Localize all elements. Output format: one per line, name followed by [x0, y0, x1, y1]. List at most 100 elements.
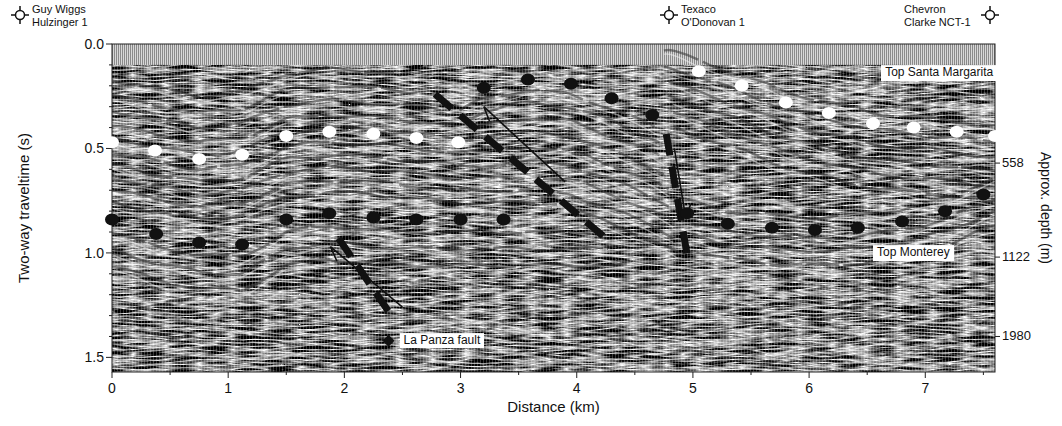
reflector — [112, 86, 418, 111]
monterey-pick — [192, 236, 206, 248]
depth-tick — [995, 163, 1000, 164]
fault-trace — [666, 134, 688, 261]
monterey-pick — [808, 224, 822, 236]
reflector-light — [483, 123, 664, 165]
fault-trace — [435, 94, 606, 238]
reflector-light — [594, 222, 678, 258]
y-tick — [106, 44, 112, 45]
santa-margarita-pick — [235, 149, 249, 161]
y-tick — [109, 190, 112, 191]
reflector — [687, 174, 995, 219]
reflector-light — [112, 148, 501, 174]
tick-label: 3 — [457, 380, 465, 396]
reflector-light — [696, 230, 995, 271]
x-tick — [402, 372, 403, 375]
well-label: Texaco O'Donovan 1 — [681, 3, 751, 28]
monterey-pick — [409, 213, 423, 225]
plot-frame — [112, 44, 995, 372]
y-tick — [109, 85, 112, 86]
x-tick — [228, 372, 229, 378]
depth-tick — [995, 257, 1000, 258]
reflector — [669, 82, 995, 157]
y-tick — [106, 252, 112, 253]
y-tick — [109, 127, 112, 128]
depth-tick — [995, 336, 1000, 337]
axis-title: Approx. depth (m) — [1038, 152, 1054, 264]
horizon-label: Top Monterey — [873, 245, 954, 261]
monterey-pick — [366, 211, 380, 223]
santa-margarita-pick — [322, 126, 336, 138]
x-tick — [112, 372, 113, 378]
santa-margarita-pick — [735, 80, 749, 92]
monterey-pick — [477, 82, 491, 94]
reflector-light — [112, 74, 399, 103]
santa-margarita-pick — [907, 122, 921, 134]
reflectors — [112, 50, 995, 297]
horizon-label: Top Santa Margarita — [881, 65, 997, 81]
tick-label: 558 — [1002, 156, 1024, 171]
reflector-light — [112, 233, 594, 263]
y-tick — [109, 64, 112, 65]
y-tick — [109, 336, 112, 337]
x-tick — [344, 372, 345, 378]
y-tick — [109, 106, 112, 107]
reflector-light — [112, 120, 464, 145]
santa-margarita-pick — [148, 145, 162, 157]
x-tick — [809, 372, 810, 378]
reflector-light — [664, 54, 995, 131]
santa-margarita-pick — [105, 136, 119, 148]
well-symbol — [665, 11, 674, 20]
axis-ticks — [106, 44, 1000, 378]
tick-label: 1.0 — [85, 245, 104, 261]
fault-label: La Panza fault — [400, 333, 485, 349]
monterey-pick — [322, 207, 336, 219]
reflector — [673, 113, 995, 188]
x-tick — [983, 372, 984, 375]
reflector-light — [673, 116, 995, 191]
well-label: Chevron Clarke NCT-1 — [904, 3, 978, 28]
reflector-light — [692, 202, 995, 245]
reflector-light — [678, 135, 995, 209]
fault-marker — [383, 335, 395, 347]
x-tick — [925, 372, 926, 378]
santa-margarita-pick — [279, 130, 293, 142]
monterey-pick — [680, 207, 694, 219]
tick-label: 7 — [921, 380, 929, 396]
y-tick — [109, 211, 112, 212]
santa-margarita-pick — [950, 126, 964, 138]
y-tick — [109, 294, 112, 295]
santa-margarita-pick — [409, 132, 423, 144]
x-tick — [518, 372, 519, 375]
x-tick — [867, 372, 868, 375]
tick-label: 1.5 — [85, 349, 104, 365]
santa-margarita-pick — [366, 128, 380, 140]
santa-margarita-pick — [866, 117, 880, 129]
faults — [330, 94, 690, 311]
monterey-pick — [938, 205, 952, 217]
tick-label: 0 — [108, 380, 116, 396]
x-tick — [751, 372, 752, 375]
tick-label: 0.0 — [85, 36, 104, 52]
reflector-light — [112, 172, 529, 201]
monterey-pick — [454, 213, 468, 225]
seismic-image — [112, 44, 995, 372]
tick-label: 1980 — [1002, 329, 1031, 344]
reflector — [696, 224, 995, 266]
monterey-pick — [765, 222, 779, 234]
monterey-pick — [279, 213, 293, 225]
reflector — [112, 116, 455, 142]
well-label: Guy Wiggs Hulzinger 1 — [32, 3, 96, 28]
reflector — [112, 154, 506, 180]
reflector-light — [112, 185, 543, 210]
monterey-pick — [105, 213, 119, 225]
monterey-pick — [976, 188, 990, 200]
monterey-pick — [895, 216, 909, 228]
near-surface-band — [112, 44, 995, 65]
horizon-picks — [105, 65, 1002, 250]
monterey-pick — [235, 239, 249, 251]
santa-margarita-pick — [692, 65, 706, 77]
reflector-light — [112, 196, 557, 225]
axis-title: Distance (km) — [507, 398, 600, 415]
